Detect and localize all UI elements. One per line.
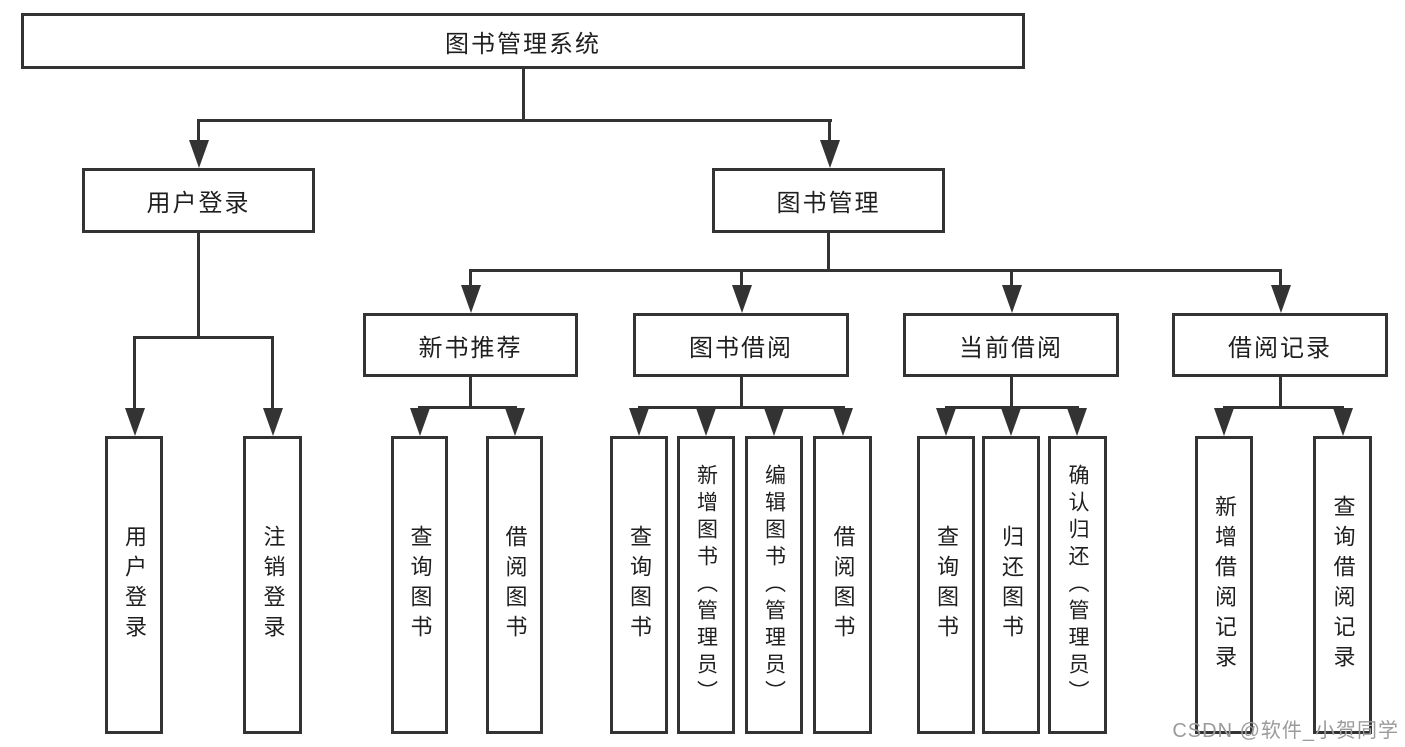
connector-shaft bbox=[1279, 269, 1282, 288]
connector-current-stem bbox=[1010, 377, 1013, 409]
arrow-down-icon bbox=[505, 408, 525, 436]
arrow-down-icon bbox=[1001, 408, 1021, 436]
connector-shaft bbox=[197, 119, 200, 143]
connector-userlogin-stem bbox=[197, 232, 200, 339]
arrow-down-icon bbox=[629, 408, 649, 436]
leaf-label: 新增借阅记录 bbox=[1212, 495, 1237, 675]
leaf-label: 查询图书 bbox=[407, 525, 433, 645]
arrow-down-icon bbox=[410, 408, 430, 436]
leaf-label: 确认归还（管理员） bbox=[1066, 463, 1089, 707]
arrow-down-icon bbox=[820, 140, 840, 168]
connector-root-rail bbox=[197, 119, 832, 122]
connector-record-rail bbox=[1223, 406, 1344, 409]
connector-shaft bbox=[740, 269, 743, 288]
connector-shaft bbox=[271, 336, 274, 410]
leaf-label: 借阅图书 bbox=[502, 525, 528, 645]
leaf-label: 借阅图书 bbox=[830, 525, 856, 645]
leaf-label: 编辑图书（管理员） bbox=[762, 463, 786, 707]
leaf-record-query: 查询借阅记录 bbox=[1313, 436, 1372, 734]
connector-userlogin-rail bbox=[133, 336, 274, 339]
arrow-down-icon bbox=[936, 408, 956, 436]
leaf-borrow-query-book: 查询图书 bbox=[610, 436, 668, 734]
leaf-label: 用户登录 bbox=[122, 525, 147, 645]
node-book-management: 图书管理 bbox=[712, 168, 945, 233]
arrow-down-icon bbox=[1067, 408, 1087, 436]
arrow-down-icon bbox=[263, 408, 283, 436]
arrow-down-icon bbox=[1271, 285, 1291, 313]
arrow-down-icon bbox=[833, 408, 853, 436]
connector-root-stem bbox=[522, 69, 525, 121]
arrow-down-icon bbox=[764, 408, 784, 436]
node-book-borrow: 图书借阅 bbox=[633, 313, 849, 377]
connector-shaft bbox=[828, 119, 831, 143]
connector-recommend-stem bbox=[469, 377, 472, 409]
leaf-current-confirm-return: 确认归还（管理员） bbox=[1048, 436, 1107, 734]
arrow-down-icon bbox=[732, 285, 752, 313]
node-library-system: 图书管理系统 bbox=[21, 13, 1025, 69]
leaf-record-add: 新增借阅记录 bbox=[1195, 436, 1253, 734]
arrow-down-icon bbox=[1214, 408, 1234, 436]
leaf-borrow-borrow-book: 借阅图书 bbox=[813, 436, 872, 734]
node-user-login: 用户登录 bbox=[82, 168, 315, 233]
leaf-borrow-add-book: 新增图书（管理员） bbox=[677, 436, 735, 734]
leaf-label: 新增图书（管理员） bbox=[694, 463, 718, 707]
leaf-logout: 注销登录 bbox=[243, 436, 302, 734]
node-borrow-record: 借阅记录 bbox=[1172, 313, 1388, 377]
leaf-user-login: 用户登录 bbox=[105, 436, 163, 734]
connector-shaft bbox=[133, 336, 136, 410]
arrow-down-icon bbox=[696, 408, 716, 436]
leaf-label: 查询借阅记录 bbox=[1330, 495, 1356, 675]
leaf-recommend-query-book: 查询图书 bbox=[391, 436, 448, 734]
connector-shaft bbox=[1010, 269, 1013, 288]
arrow-down-icon bbox=[461, 285, 481, 313]
connector-recommend-rail bbox=[418, 406, 517, 409]
connector-bookmgmt-stem bbox=[827, 232, 830, 272]
csdn-watermark: CSDN @软件_小贺同学 bbox=[1172, 720, 1399, 742]
leaf-label: 查询图书 bbox=[627, 525, 652, 645]
leaf-current-query-book: 查询图书 bbox=[917, 436, 975, 734]
arrow-down-icon bbox=[125, 408, 145, 436]
leaf-label: 查询图书 bbox=[934, 525, 959, 645]
leaf-label: 注销登录 bbox=[260, 525, 286, 645]
node-current-borrow: 当前借阅 bbox=[903, 313, 1119, 377]
leaf-current-return-book: 归还图书 bbox=[982, 436, 1040, 734]
arrow-down-icon bbox=[1002, 285, 1022, 313]
leaf-label: 归还图书 bbox=[999, 525, 1024, 645]
connector-record-stem bbox=[1279, 377, 1282, 409]
leaf-recommend-borrow-book: 借阅图书 bbox=[486, 436, 543, 734]
arrow-down-icon bbox=[189, 140, 209, 168]
connector-borrow-stem bbox=[740, 377, 743, 409]
connector-borrow-rail bbox=[638, 406, 845, 409]
leaf-borrow-edit-book: 编辑图书（管理员） bbox=[745, 436, 803, 734]
arrow-down-icon bbox=[1333, 408, 1353, 436]
node-new-book-recommend: 新书推荐 bbox=[363, 313, 578, 377]
connector-current-rail bbox=[945, 406, 1079, 409]
connector-shaft bbox=[469, 269, 472, 288]
connector-bookmgmt-rail bbox=[469, 269, 1282, 272]
